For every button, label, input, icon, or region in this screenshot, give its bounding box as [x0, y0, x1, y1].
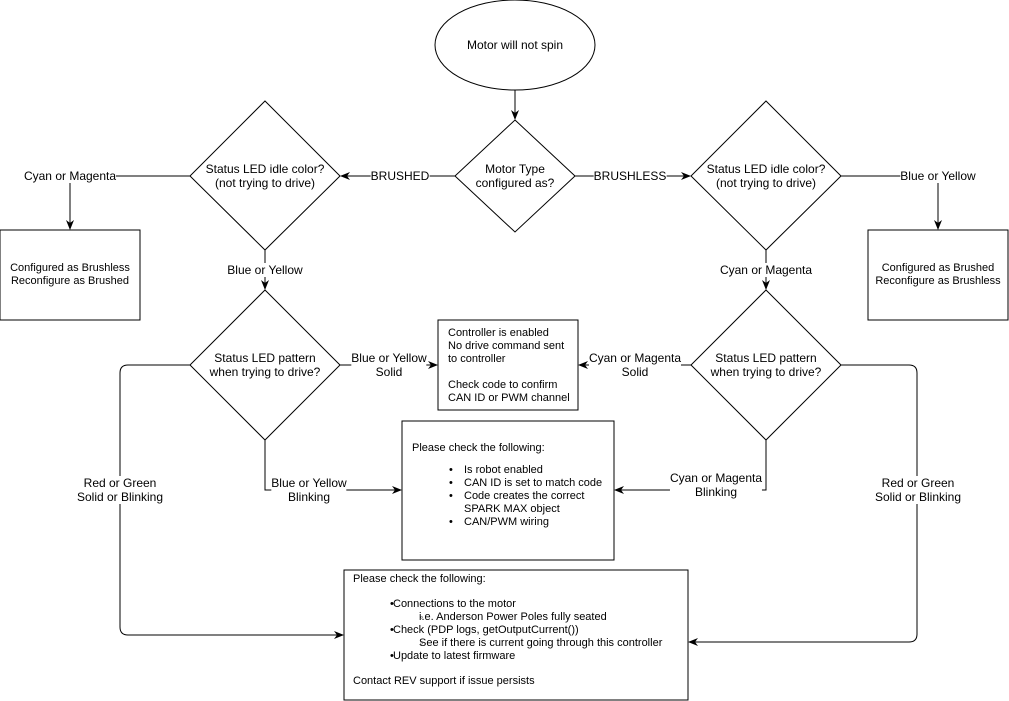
controller-enabled-text: Controller is enabled No drive command s…	[448, 327, 570, 405]
controller-enabled-line4: Check code to confirm	[448, 379, 558, 391]
check-can-heading: Please check the following:	[412, 442, 545, 454]
edge-label-left-red-green-line2: Solid or Blinking	[76, 490, 164, 504]
start-text: Motor will not spin	[466, 38, 564, 52]
check-can-list: Is robot enabled CAN ID is set to match …	[412, 464, 612, 529]
edge-label-right-blue-yellow: Blue or Yellow	[900, 169, 976, 183]
edge-label-left-solid-line2: Solid	[375, 365, 403, 379]
edge-label-left-cyan-magenta: Cyan or Magenta	[23, 169, 117, 183]
right-idle-line1: Status LED idle color?	[706, 162, 826, 176]
check-can-item: CAN ID is set to match code	[412, 477, 612, 490]
right-pattern-line2: when trying to drive?	[710, 365, 822, 379]
check-power-heading: Please check the following:	[353, 573, 486, 585]
left-pattern-text: Status LED pattern when trying to drive?	[210, 351, 321, 379]
check-power-item: Check (PDP logs, getOutputCurrent())	[353, 624, 687, 637]
check-can-item: Code creates the correct SPARK MAX objec…	[412, 490, 612, 516]
check-power-text: Please check the following: Connections …	[353, 573, 687, 688]
edge-label-left-blinking: Blue or Yellow Blinking	[271, 476, 347, 504]
controller-enabled-line1: Controller is enabled	[448, 327, 549, 339]
right-result-line2: Reconfigure as Brushless	[875, 275, 1001, 287]
check-power-item: Update to latest firmware	[353, 650, 687, 663]
motor-type-diamond	[454, 119, 576, 233]
check-power-item: Connections to the motor	[353, 598, 687, 611]
left-pattern-line1: Status LED pattern	[214, 351, 316, 365]
edge-label-right-red-green-line1: Red or Green	[881, 476, 955, 490]
edge-label-right-blinking-line1: Cyan or Magenta	[669, 471, 763, 485]
right-pattern-line1: Status LED pattern	[715, 351, 817, 365]
check-can-item3-line1: Code creates the correct	[464, 490, 585, 502]
check-can-item3-line2: SPARK MAX object	[464, 503, 560, 515]
right-result-text: Configured as Brushed Reconfigure as Bru…	[875, 262, 1000, 288]
motor-type-line2: configured as?	[475, 176, 555, 190]
edge-label-left-red-green-line1: Red or Green	[83, 476, 157, 490]
edge-label-brushless: BRUSHLESS	[593, 169, 667, 183]
edge-label-left-red-green: Red or Green Solid or Blinking	[76, 476, 164, 504]
check-can-text: Please check the following: Is robot ena…	[412, 442, 612, 529]
check-can-item: Is robot enabled	[412, 464, 612, 477]
edge-label-right-blinking: Cyan or Magenta Blinking	[669, 471, 763, 499]
edge-label-left-solid: Blue or Yellow Solid	[351, 351, 427, 379]
right-idle-text: Status LED idle color? (not trying to dr…	[707, 162, 826, 190]
left-result-box	[0, 229, 141, 321]
right-result-box	[867, 229, 1009, 321]
left-result-text: Configured as Brushless Reconfigure as B…	[10, 262, 130, 288]
edge-label-right-blinking-line2: Blinking	[694, 485, 738, 499]
right-idle-line2: (not trying to drive)	[715, 176, 817, 190]
controller-enabled-line3: to controller	[448, 353, 506, 365]
controller-enabled-box	[437, 319, 579, 411]
controller-enabled-line2: No drive command sent	[448, 340, 565, 352]
edge-label-left-blue-yellow: Blue or Yellow	[227, 263, 303, 277]
edge-label-right-solid-line2: Solid	[621, 365, 649, 379]
left-idle-line2: (not trying to drive)	[214, 176, 316, 190]
left-pattern-line2: when trying to drive?	[209, 365, 321, 379]
check-power-list: Connections to the motor i.e. Anderson P…	[353, 598, 687, 663]
left-idle-text: Status LED idle color? (not trying to dr…	[206, 162, 325, 190]
edge-label-right-solid: Cyan or Magenta Solid	[588, 351, 682, 379]
check-power-subitem: See if there is current going through th…	[353, 637, 687, 650]
edge-label-left-blinking-line2: Blinking	[287, 490, 331, 504]
right-pattern-text: Status LED pattern when trying to drive?	[711, 351, 822, 379]
check-power-subitem: i.e. Anderson Power Poles fully seated	[353, 611, 687, 624]
left-result-line1: Configured as Brushless	[10, 262, 130, 274]
edge-label-right-solid-line1: Cyan or Magenta	[588, 351, 682, 365]
left-idle-line1: Status LED idle color?	[205, 162, 325, 176]
motor-type-text: Motor Type configured as?	[476, 162, 555, 190]
edge-label-right-red-green: Red or Green Solid or Blinking	[874, 476, 962, 504]
left-result-line2: Reconfigure as Brushed	[10, 275, 129, 287]
right-result-line1: Configured as Brushed	[881, 262, 995, 274]
motor-type-line1: Motor Type	[485, 162, 545, 176]
edge-label-left-blinking-line1: Blue or Yellow	[271, 476, 347, 490]
edge-label-left-solid-line1: Blue or Yellow	[351, 351, 427, 365]
edge-label-right-cyan-magenta: Cyan or Magenta	[719, 263, 813, 277]
controller-enabled-line5: CAN ID or PWM channel	[448, 392, 570, 404]
check-can-item: CAN/PWM wiring	[412, 516, 612, 529]
edge-label-right-red-green-line2: Solid or Blinking	[874, 490, 962, 504]
check-power-footer: Contact REV support if issue persists	[353, 675, 535, 687]
edge-label-brushed: BRUSHED	[370, 169, 430, 183]
